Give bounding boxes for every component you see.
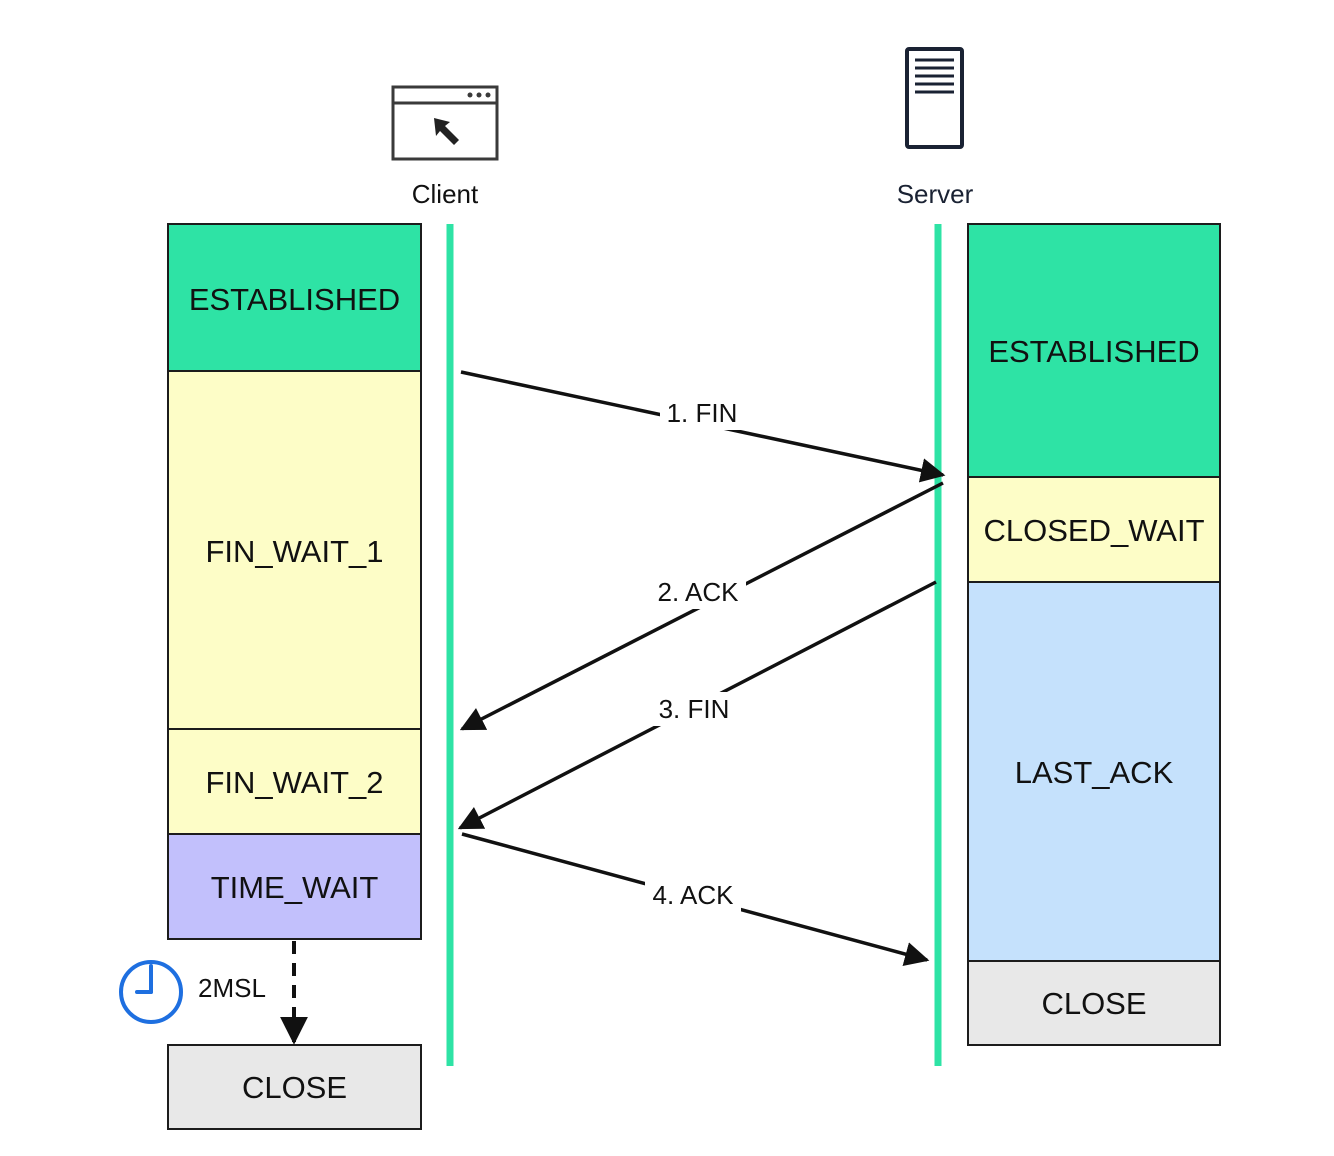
- server-icon: [905, 47, 964, 149]
- server-state-last-ack-label: LAST_ACK: [1015, 755, 1174, 790]
- message-fin-1-label: 1. FIN: [667, 398, 738, 428]
- browser-window-icon: [391, 85, 499, 161]
- client-state-close-label: CLOSE: [242, 1070, 347, 1105]
- timer-label: 2MSL: [198, 973, 266, 1003]
- client-state-close: [167, 1044, 422, 1130]
- client-state-time-wait: [167, 833, 422, 940]
- clock-icon: [119, 960, 183, 1024]
- message-fin-3: 3. FIN: [457, 580, 937, 830]
- client-state-time-wait-label: TIME_WAIT: [211, 870, 379, 905]
- client-state-fin-wait-1: [167, 370, 422, 730]
- client-label: Client: [412, 179, 479, 209]
- message-ack-4-label: 4. ACK: [653, 880, 735, 910]
- server-state-closed-wait-label: CLOSED_WAIT: [983, 513, 1204, 548]
- client-state-column: ESTABLISHED FIN_WAIT_1 FIN_WAIT_2 TIME_W…: [167, 223, 422, 1130]
- message-fin-1: 1. FIN: [460, 370, 946, 483]
- client-state-established-label: ESTABLISHED: [189, 282, 400, 317]
- client-state-fin-wait-2: [167, 728, 422, 835]
- server-state-established: [967, 223, 1221, 478]
- server-label: Server: [897, 179, 974, 209]
- server-state-close: [967, 960, 1221, 1046]
- message-ack-2-label: 2. ACK: [658, 577, 740, 607]
- client-state-fin-wait-1-label: FIN_WAIT_1: [206, 534, 384, 569]
- server-state-column: ESTABLISHED CLOSED_WAIT LAST_ACK CLOSE: [967, 223, 1221, 1046]
- message-ack-2: 2. ACK: [459, 481, 944, 731]
- server-state-close-label: CLOSE: [1041, 986, 1146, 1021]
- client-state-established: [167, 223, 422, 372]
- client-state-fin-wait-2-label: FIN_WAIT_2: [206, 765, 384, 800]
- server-state-last-ack: [967, 581, 1221, 962]
- server-state-established-label: ESTABLISHED: [988, 334, 1199, 369]
- message-fin-3-label: 3. FIN: [659, 694, 730, 724]
- message-ack-4: 4. ACK: [461, 832, 930, 967]
- server-state-closed-wait: [967, 476, 1221, 583]
